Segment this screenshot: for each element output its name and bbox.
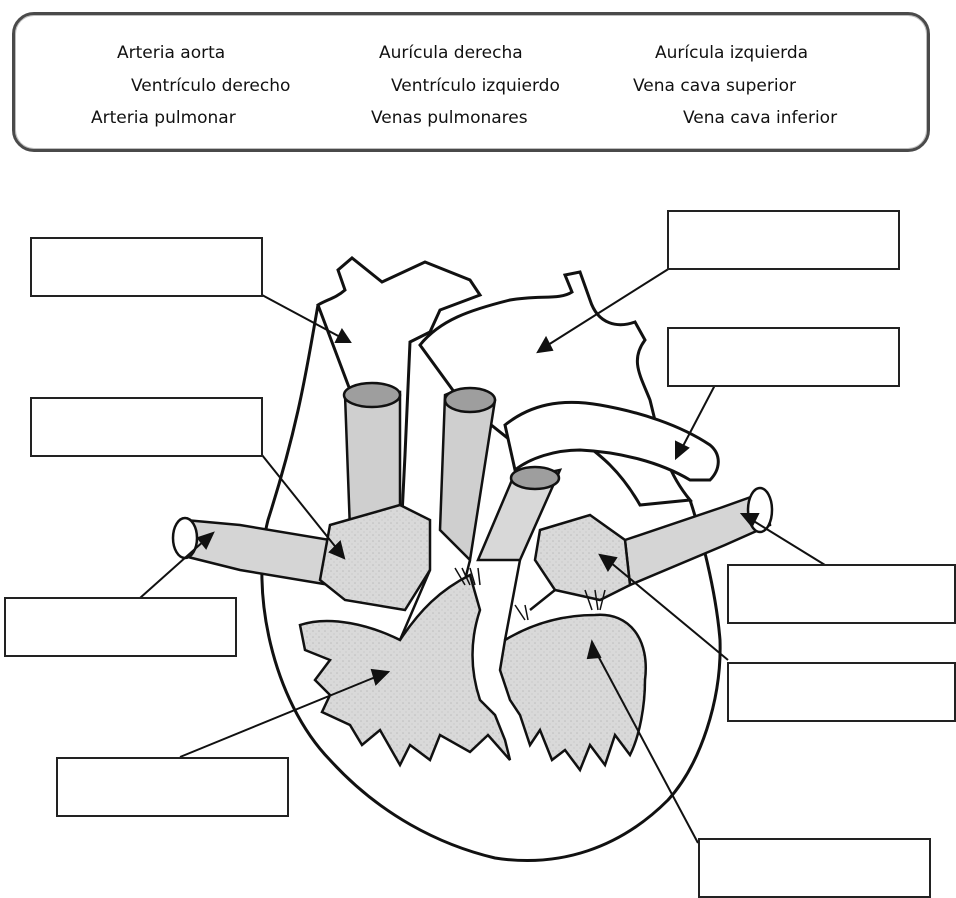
label-box[interactable] xyxy=(4,597,237,657)
label-box[interactable] xyxy=(698,838,931,898)
label-box[interactable] xyxy=(30,237,263,297)
label-box[interactable] xyxy=(667,210,900,270)
label-box[interactable] xyxy=(667,327,900,387)
aorta-tube-opening xyxy=(445,388,495,412)
pulmonary-tube-opening xyxy=(511,467,559,489)
leader-line xyxy=(140,540,205,598)
leader-line xyxy=(752,520,825,565)
left-vessel-tube xyxy=(180,520,330,585)
label-box[interactable] xyxy=(727,662,956,722)
left-ventricle-chamber xyxy=(500,615,646,770)
left-vessel-opening xyxy=(173,518,197,558)
aorta-tube xyxy=(440,389,495,560)
svc-tube-opening xyxy=(344,383,400,407)
label-box[interactable] xyxy=(30,397,263,457)
right-atrium-chamber xyxy=(320,505,430,610)
label-box[interactable] xyxy=(727,564,956,624)
label-box[interactable] xyxy=(56,757,289,817)
